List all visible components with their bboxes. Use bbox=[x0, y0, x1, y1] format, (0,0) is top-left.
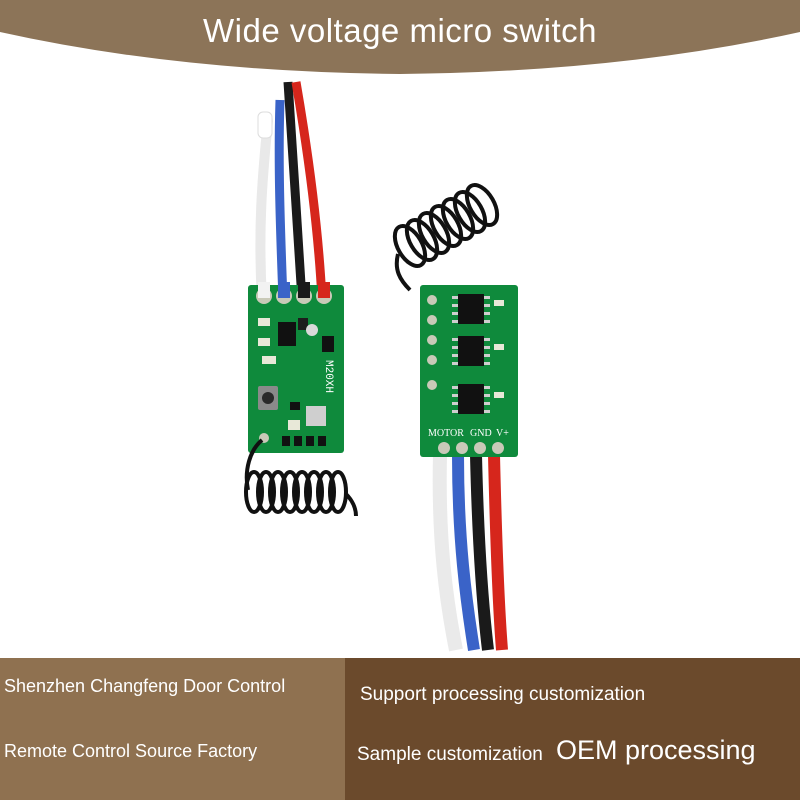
banner-title: Wide voltage micro switch bbox=[203, 12, 597, 49]
footer-oem-processing: OEM processing bbox=[556, 735, 756, 765]
terminal-label-gnd: GND bbox=[470, 428, 492, 439]
antenna-coil-left bbox=[244, 438, 358, 517]
top-banner bbox=[0, 0, 800, 74]
antenna-coil-right bbox=[392, 183, 500, 292]
footer-factory-label: Remote Control Source Factory bbox=[4, 741, 258, 761]
receiver-module-left: M20XH bbox=[248, 81, 344, 453]
footer-support-customization: Support processing customization bbox=[360, 684, 646, 705]
terminal-label-motor: MOTOR bbox=[428, 428, 464, 439]
footer-company-name: Shenzhen Changfeng Door Control bbox=[4, 676, 286, 696]
terminal-label-vplus: V+ bbox=[496, 428, 509, 439]
silkscreen-code: M20XH bbox=[322, 360, 334, 393]
motor-module-right: MOTOR GND V+ bbox=[420, 285, 518, 652]
pcb-board-right bbox=[420, 285, 518, 457]
footer-sample-customization: Sample customization bbox=[357, 744, 543, 765]
footer-left-panel bbox=[0, 658, 345, 800]
